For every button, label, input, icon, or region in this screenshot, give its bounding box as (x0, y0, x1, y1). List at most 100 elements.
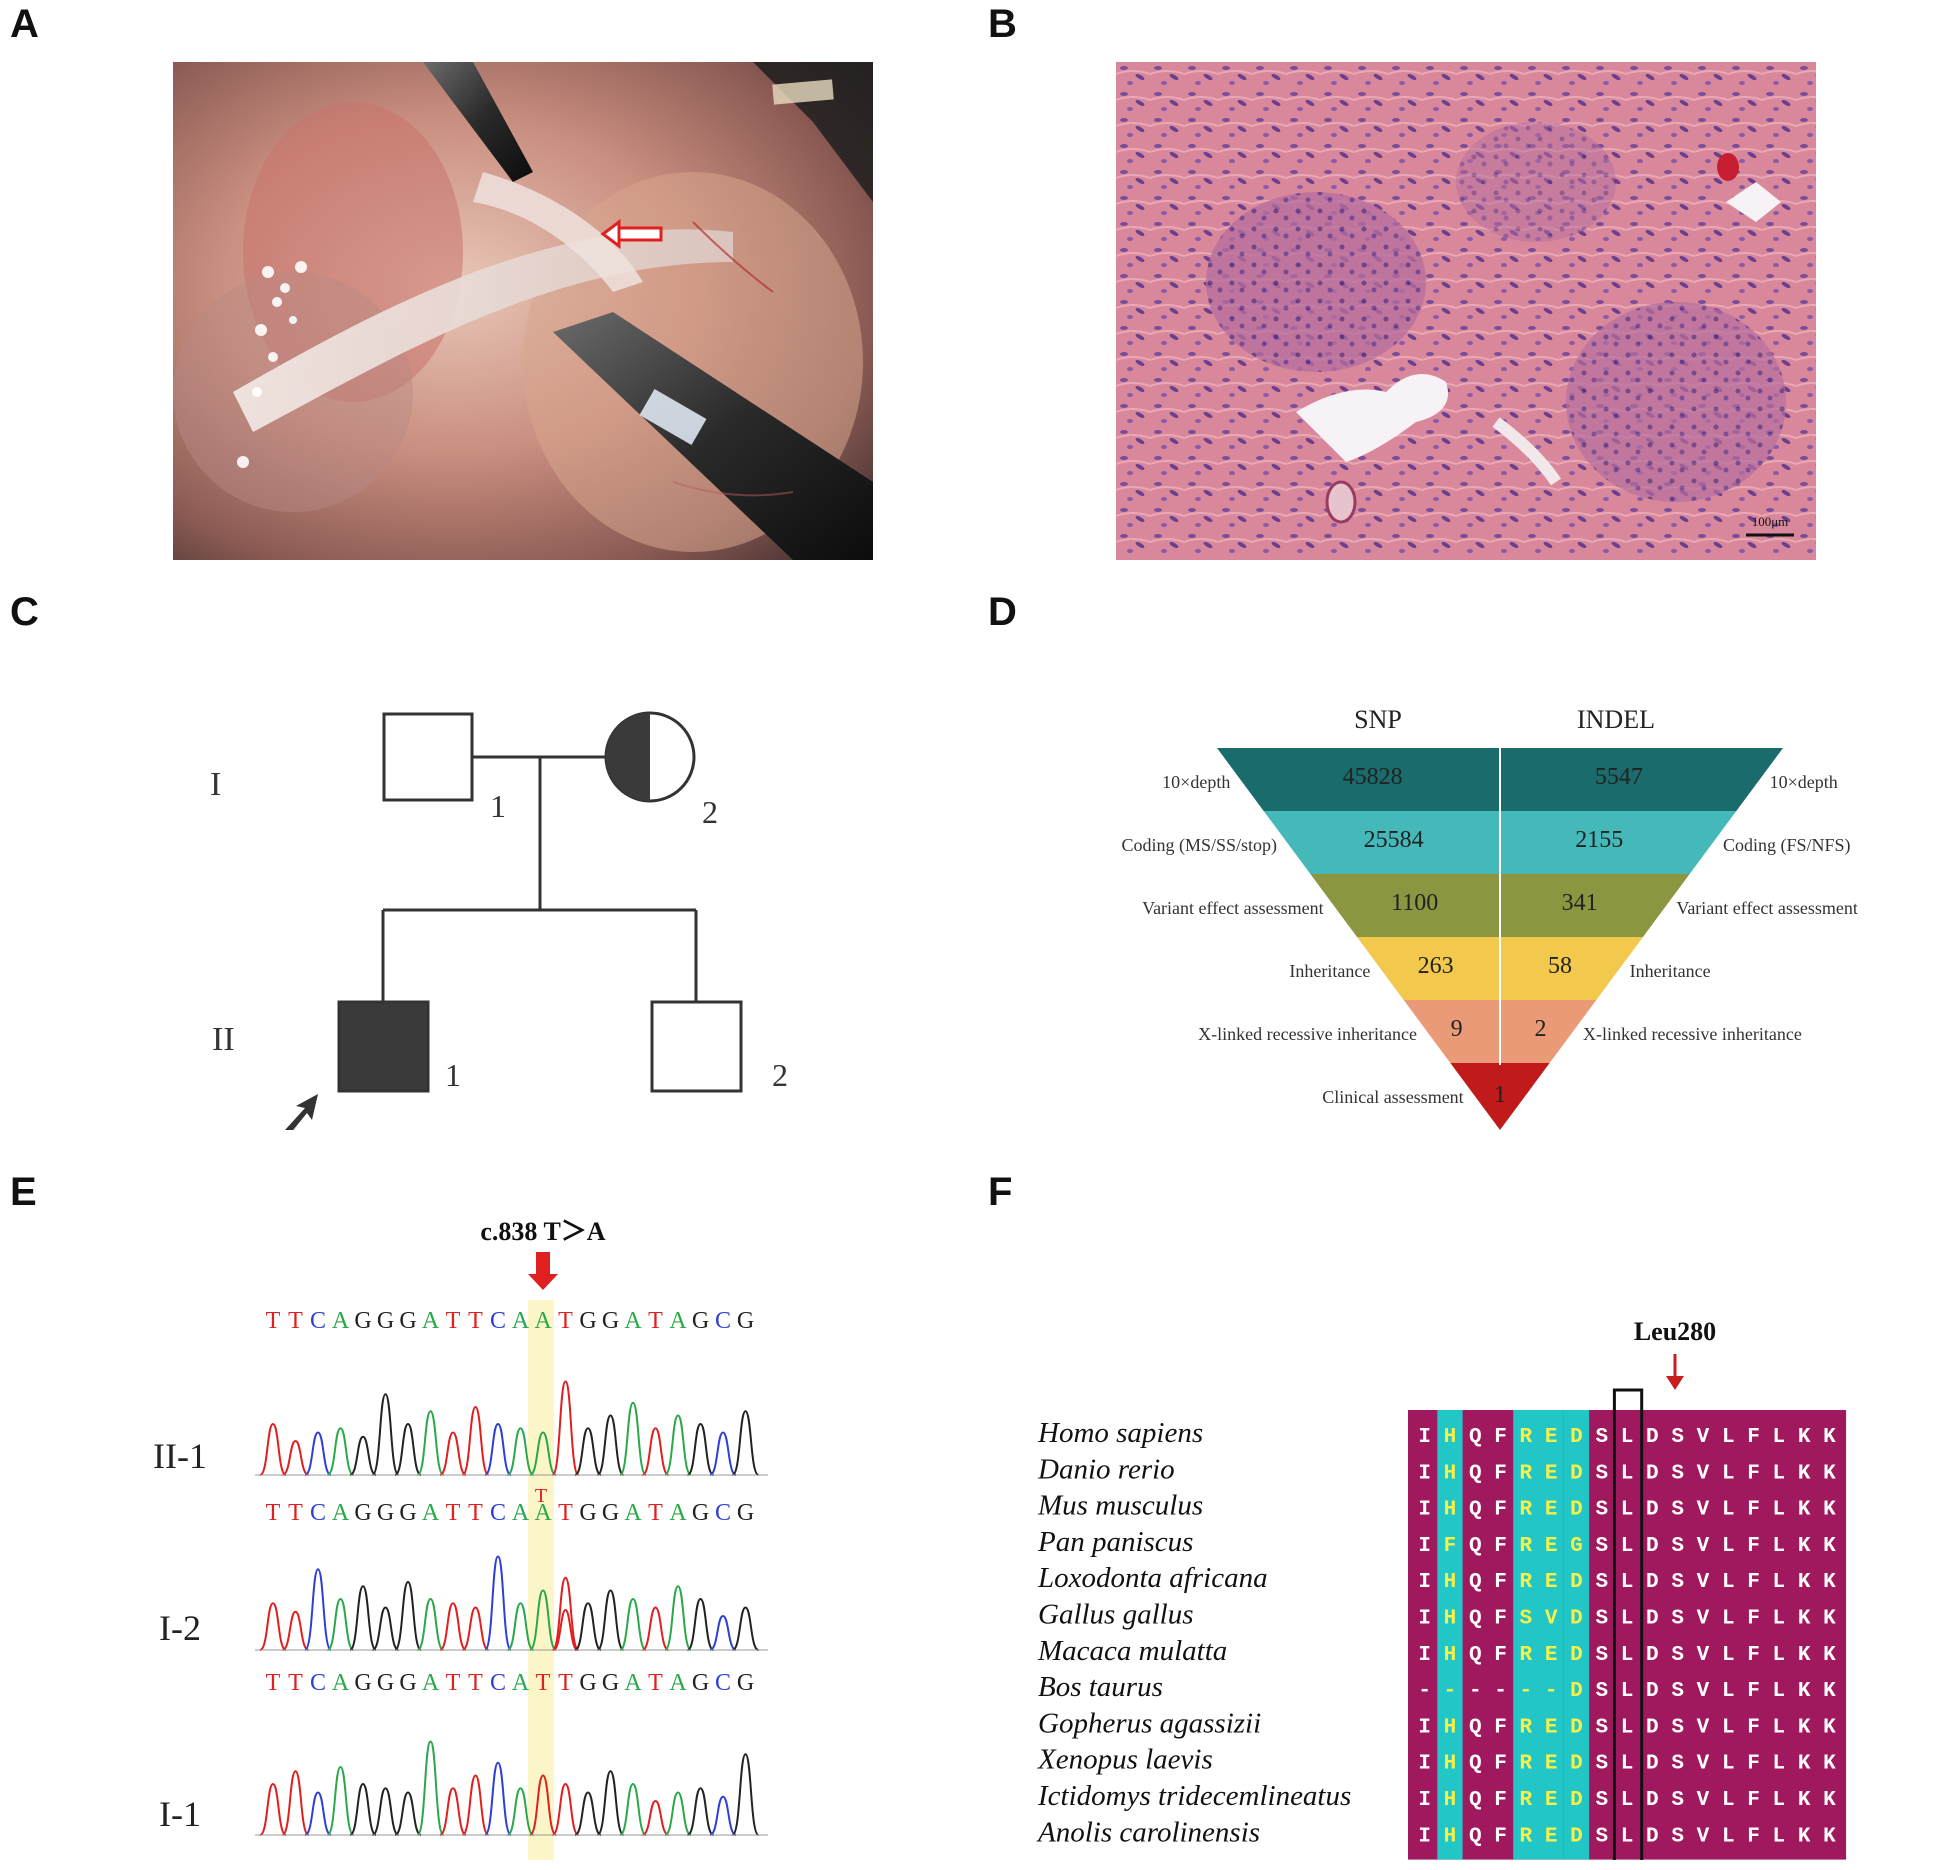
residue: K (1798, 1499, 1811, 1522)
trace-peak (686, 1787, 715, 1836)
residue: L (1621, 1426, 1634, 1449)
residue: S (1671, 1825, 1684, 1848)
base-call: T (558, 1308, 573, 1334)
funnel-right-label: Inheritance (1630, 961, 1711, 981)
het-base-label: T (535, 1485, 547, 1507)
residue: D (1646, 1571, 1659, 1594)
trace-peak (394, 1791, 422, 1836)
residue: Q (1469, 1753, 1482, 1776)
residue: E (1545, 1462, 1558, 1485)
panel-letter-f: F (988, 1170, 1013, 1214)
trace-peak (439, 1787, 467, 1836)
funnel-snp-value: 45828 (1343, 764, 1403, 790)
funnel-left-label: Inheritance (1289, 961, 1370, 981)
funnel-indel-value: 2155 (1575, 827, 1623, 853)
base-call: C (715, 1500, 731, 1526)
pedigree-number-ii-2: 2 (772, 1057, 788, 1093)
trace-peak (551, 1380, 580, 1476)
species-name: Gopherus agassizii (1038, 1707, 1261, 1739)
residue: F (1747, 1571, 1760, 1594)
species-name: Homo sapiens (1037, 1417, 1203, 1449)
residue: S (1595, 1825, 1608, 1848)
residue: E (1545, 1426, 1558, 1449)
residue: L (1773, 1608, 1786, 1631)
panel-letter-a: A (10, 2, 39, 46)
base-call: A (624, 1500, 642, 1526)
residue: K (1798, 1789, 1811, 1812)
residue: H (1444, 1571, 1457, 1594)
residue: I (1418, 1716, 1431, 1739)
trace-peak (641, 1606, 670, 1651)
trace-peak (371, 1393, 400, 1476)
residue: S (1595, 1789, 1608, 1812)
base-call: T (468, 1308, 483, 1334)
residue: Q (1469, 1644, 1482, 1667)
residue: H (1444, 1426, 1457, 1449)
residue: V (1697, 1608, 1710, 1631)
residue: L (1773, 1753, 1786, 1776)
residue: - (1545, 1680, 1558, 1703)
residue: S (1595, 1753, 1608, 1776)
residue: V (1697, 1535, 1710, 1558)
laparoscopic-image (173, 62, 873, 560)
site-label: Leu280 (1634, 1317, 1716, 1346)
residue: K (1823, 1571, 1836, 1594)
base-call: T (558, 1500, 573, 1526)
residue: S (1595, 1680, 1608, 1703)
trace-peak (326, 1765, 355, 1836)
trace-peak (259, 1602, 287, 1651)
base-call: T (536, 1670, 551, 1696)
residue: - (1520, 1680, 1533, 1703)
residue: D (1570, 1426, 1583, 1449)
panel-letter-e: E (10, 1170, 37, 1214)
base-call: T (288, 1500, 303, 1526)
residue: S (1595, 1499, 1608, 1522)
trace-peak (371, 1606, 400, 1651)
residue: H (1444, 1789, 1457, 1812)
residue: S (1595, 1462, 1608, 1485)
residue: V (1697, 1825, 1710, 1848)
base-call: T (648, 1500, 663, 1526)
species-name: Pan paniscus (1037, 1526, 1193, 1558)
residue: R (1520, 1753, 1533, 1776)
residue: I (1418, 1571, 1431, 1594)
residue: L (1773, 1535, 1786, 1558)
funnel-header-indel: INDEL (1577, 705, 1655, 734)
trace-peak (506, 1602, 535, 1651)
base-call: G (602, 1670, 619, 1696)
residue: K (1823, 1644, 1836, 1667)
residue: F (1494, 1825, 1507, 1848)
base-call: C (310, 1670, 326, 1696)
residue: S (1595, 1608, 1608, 1631)
funnel-left-label: 10×depth (1162, 772, 1230, 792)
species-name: Bos taurus (1038, 1671, 1163, 1703)
residue: V (1697, 1753, 1710, 1776)
residue: K (1823, 1426, 1836, 1449)
residue: F (1444, 1535, 1457, 1558)
residue: I (1418, 1535, 1431, 1558)
trace-peak (529, 1589, 557, 1651)
trace-peak (461, 1405, 490, 1476)
mutation-arrow-icon (528, 1252, 558, 1290)
base-call: C (490, 1308, 506, 1334)
residue: K (1798, 1571, 1811, 1594)
residue: D (1570, 1789, 1583, 1812)
base-call: A (332, 1670, 350, 1696)
residue: Q (1469, 1571, 1482, 1594)
residue: F (1494, 1608, 1507, 1631)
residue: E (1545, 1571, 1558, 1594)
histology-image: 100μm (1116, 62, 1816, 560)
trace-peak (416, 1597, 445, 1651)
residue: L (1773, 1426, 1786, 1449)
trace-peak (416, 1410, 445, 1476)
residue: H (1444, 1644, 1457, 1667)
base-call: G (354, 1670, 371, 1696)
residue: G (1570, 1535, 1583, 1558)
residue: Q (1469, 1608, 1482, 1631)
residue: F (1747, 1462, 1760, 1485)
residue: D (1570, 1716, 1583, 1739)
residue: S (1671, 1571, 1684, 1594)
residue: Q (1469, 1426, 1482, 1449)
residue: D (1646, 1499, 1659, 1522)
base-call: T (266, 1308, 281, 1334)
